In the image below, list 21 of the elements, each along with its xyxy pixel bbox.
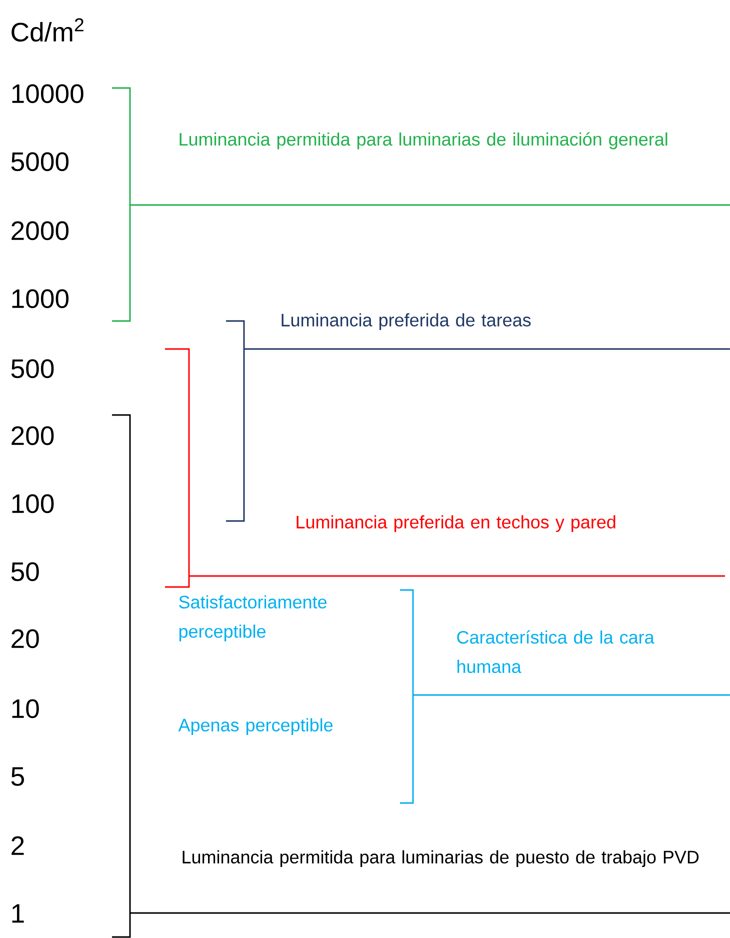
axis-value: 10000	[12, 84, 84, 104]
unit-label: Cd/m$^{2}$	[12, 18, 84, 42]
range-label: Apenas perceptible	[178, 718, 333, 736]
range-label: Luminancia preferida de tareas	[282, 313, 531, 330]
axis-value: 5000	[11, 152, 69, 172]
range-label: Característica de la cara humana	[457, 630, 654, 674]
axis-value: 50	[11, 562, 39, 582]
axis-value: 500	[11, 359, 54, 378]
axis-value: 200	[12, 426, 54, 446]
range-label: Luminancia preferida en techos y pared	[296, 515, 616, 532]
axis-value: 2000	[12, 221, 69, 240]
axis-value: 1000	[12, 289, 69, 308]
axis-value: 10	[12, 699, 39, 718]
axis-value: 100	[12, 494, 54, 514]
range-label: Luminancia permitida para luminarias de puesto de trabajo PVD	[182, 850, 699, 868]
range-label: Satisfactoriamente perceptible	[179, 595, 327, 642]
axis-value: 2	[12, 836, 24, 855]
range-label: Luminancia permitida para luminarias de iluminación general	[180, 132, 668, 150]
axis-value: 5	[11, 767, 24, 786]
axis-value: 1	[12, 904, 24, 923]
axis-value: 20	[12, 629, 39, 648]
